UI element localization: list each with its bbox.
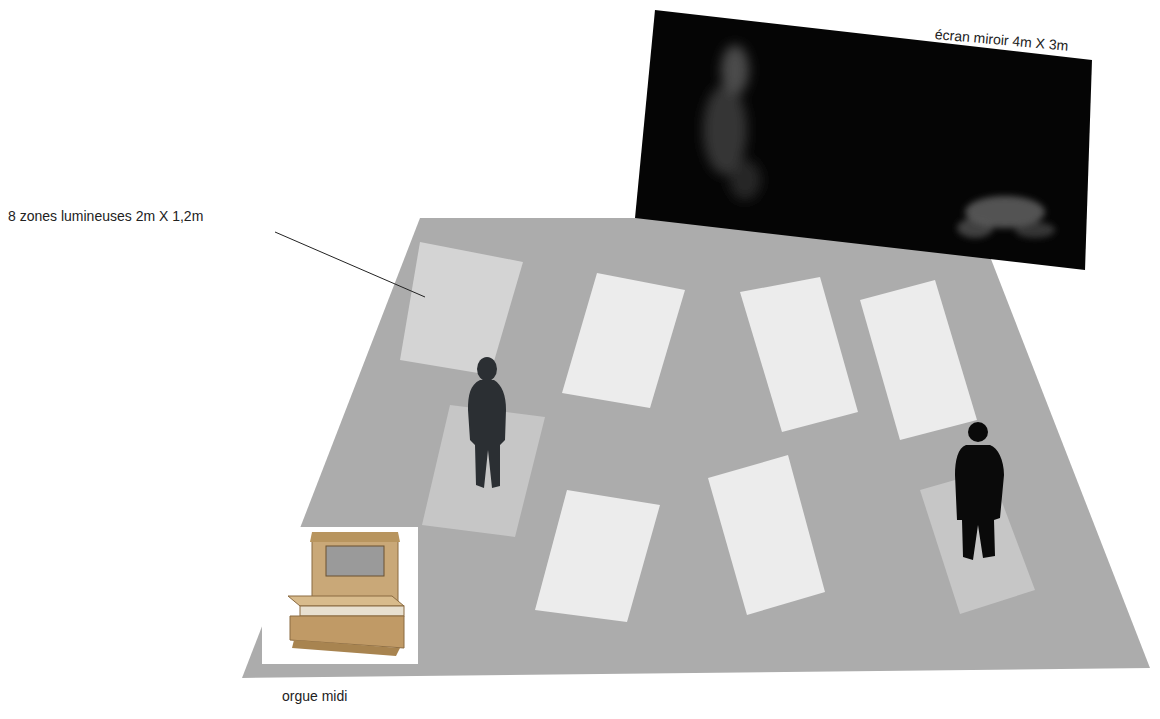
light-zone	[535, 490, 660, 622]
screen-surface	[635, 10, 1092, 270]
organ-keyboard	[288, 596, 404, 606]
picture-background	[262, 527, 418, 664]
figure-shape	[1015, 222, 1055, 238]
screen-figure-left	[703, 45, 761, 200]
light-zone	[400, 242, 523, 375]
organ-label: orgue midi	[282, 688, 347, 704]
silhouette-body	[955, 445, 1004, 560]
screen-figure-right	[957, 196, 1055, 238]
light-zone	[562, 273, 685, 408]
light-zones	[400, 242, 1035, 622]
woman-silhouette	[468, 357, 506, 488]
organ-pipes	[326, 546, 384, 576]
silhouette-head	[968, 422, 988, 442]
figure-shape	[729, 160, 761, 200]
man-silhouette	[955, 422, 1004, 560]
mirror-screen	[635, 10, 1092, 270]
zones-label: 8 zones lumineuses 2m X 1,2m	[8, 208, 203, 224]
leader-line	[275, 232, 425, 297]
figure-shape	[957, 218, 993, 238]
stage-floor	[242, 218, 1150, 678]
organ-cornice	[310, 532, 400, 542]
organ-pedals	[292, 640, 400, 656]
silhouette-body	[468, 380, 506, 488]
silhouette-head	[477, 357, 497, 381]
light-zone	[860, 280, 977, 440]
light-zone	[708, 455, 825, 615]
organ-keys	[300, 606, 404, 616]
midi-organ-picture	[262, 527, 418, 664]
light-zone	[740, 277, 858, 432]
